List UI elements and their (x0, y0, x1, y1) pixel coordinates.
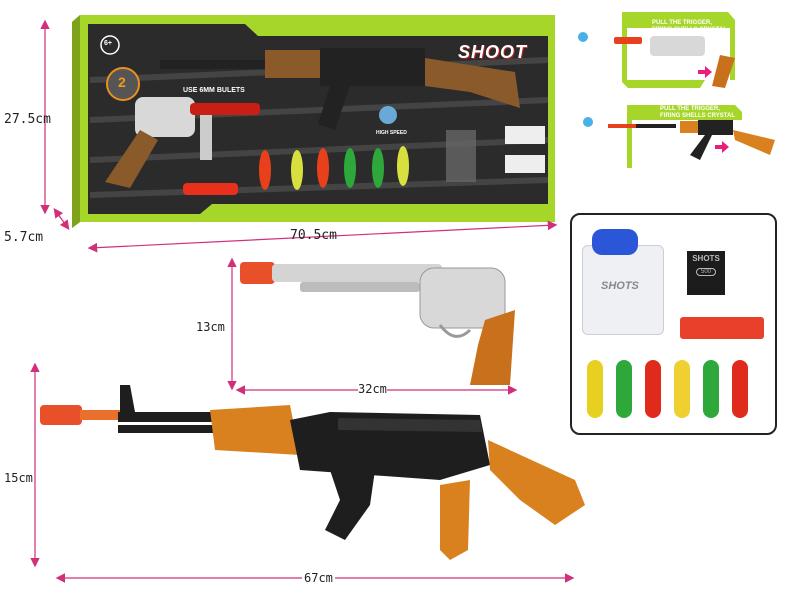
accessories-panel: SHOTS SHOTS 500 (570, 213, 777, 435)
arrow-icon (698, 66, 712, 78)
ammo-jar-label: SHOTS (601, 280, 639, 292)
bowling-pin (703, 360, 719, 418)
two-together-badge: 2 (118, 74, 126, 90)
dimension-lines (30, 19, 575, 583)
arrow-icon (715, 141, 729, 153)
rifle-muzzle (40, 405, 82, 425)
ammo-jar: SHOTS (582, 245, 664, 335)
bowling-pins (587, 360, 767, 420)
caption-line: FIRING SHELLS CRYSTAL (652, 27, 727, 33)
instruction-caption-1: PULL THE TRIGGER, FIRING SHELLS CRYSTAL (652, 20, 727, 34)
splash-icon (578, 32, 588, 42)
two-together-badge-icon (106, 67, 140, 101)
rifle-height-label: 15cm (4, 471, 33, 485)
box-depth-label: 5.7cm (4, 230, 44, 245)
revolver-muzzle (240, 262, 275, 284)
splash-icon (583, 117, 593, 127)
bullet-note: USE 6MM BULETS (183, 87, 245, 94)
caption-line: PULL THE TRIGGER, (660, 106, 720, 112)
box-height-label: 27.5cm (4, 112, 51, 127)
revolver-height-label: 13cm (196, 320, 225, 334)
ammo-pouch-label: SHOTS (692, 254, 720, 263)
jar-lid (592, 229, 638, 255)
boxed-rifle (160, 48, 520, 130)
rifle-length-label: 67cm (302, 571, 335, 585)
bowling-pin (616, 360, 632, 418)
ammo-pouch-count: 500 (696, 268, 716, 276)
revolver (240, 262, 515, 385)
package-box (72, 15, 555, 228)
brand-logo: SHOOT (458, 42, 528, 62)
ammo-pouch: SHOTS 500 (687, 251, 725, 295)
boxed-revolver (105, 97, 260, 188)
spare-muzzle (680, 317, 764, 339)
caption-line: PULL THE TRIGGER, (652, 20, 712, 26)
instruction-caption-2: PULL THE TRIGGER, FIRING SHELLS CRYSTAL (660, 106, 735, 120)
box-length-label: 70.5cm (290, 228, 337, 243)
instruction-panel-revolver (578, 12, 735, 88)
bowling-pin (587, 360, 603, 418)
bowling-pin (674, 360, 690, 418)
age-badge: 6+ (104, 40, 112, 47)
bowling-pin (645, 360, 661, 418)
rifle (40, 385, 585, 560)
revolver-length-label: 32cm (358, 382, 387, 396)
boxed-muzzle (183, 183, 238, 195)
age-badge-icon (100, 35, 120, 55)
bowling-pin (732, 360, 748, 418)
caption-line: FIRING SHELLS CRYSTAL (660, 113, 735, 119)
speed-label: HIGH SPEED (376, 130, 407, 136)
splash-icon (379, 106, 397, 124)
boxed-pins (259, 146, 409, 190)
instruction-panel-rifle (583, 105, 775, 168)
boxed-ammo-jar (446, 130, 476, 182)
